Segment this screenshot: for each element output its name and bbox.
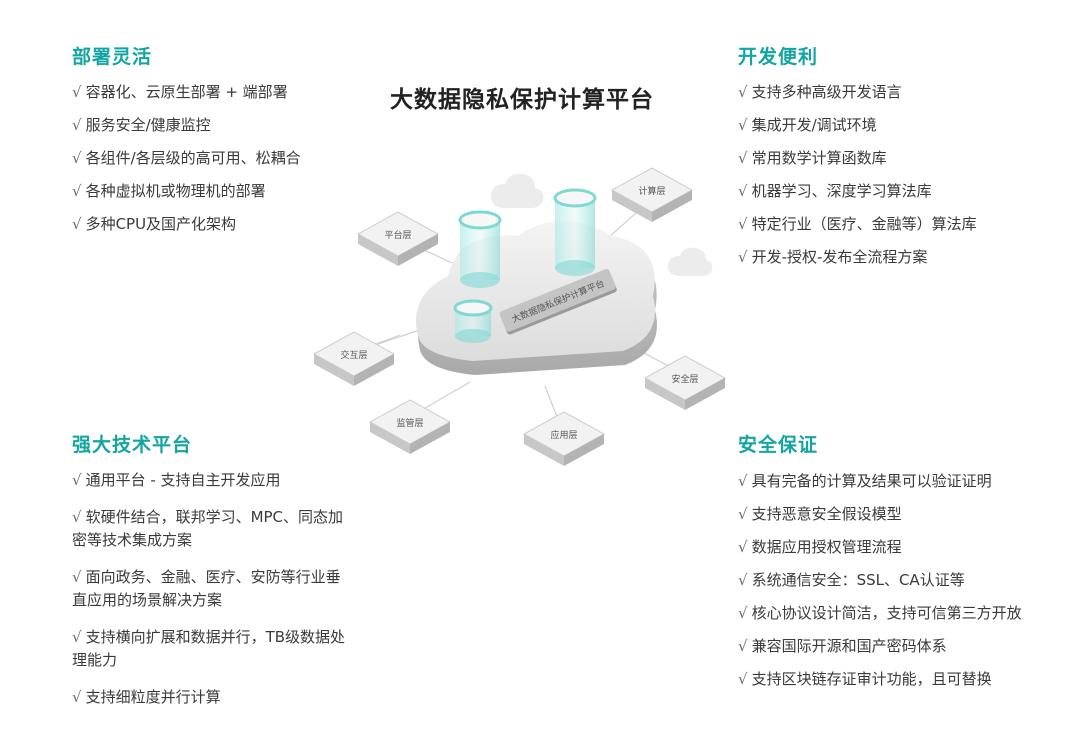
feature-item: √特定行业（医疗、金融等）算法库 (738, 215, 977, 233)
chip-node-supervision-layer: 监管层 (368, 399, 452, 454)
chip-label: 应用层 (550, 429, 577, 441)
panel-title-deployment: 部署灵活 (72, 46, 153, 68)
check-icon: √ (72, 508, 82, 526)
chip-node-interaction-layer: 交互层 (312, 331, 396, 386)
cloud-platform: 大数据隐私保护计算平台 (416, 221, 657, 375)
check-icon: √ (738, 670, 748, 688)
check-icon: √ (72, 471, 82, 489)
feature-item: √支持多种高级开发语言 (738, 83, 902, 101)
panel-security: 安全保证 √具有完备的计算及结果可以验证证明 √支持恶意安全假设模型 √数据应用… (738, 430, 1058, 700)
chip-label: 安全层 (671, 373, 698, 385)
feature-list-technology: √通用平台 - 支持自主开发应用 √软硬件结合，联邦学习、MPC、同态加密等技术… (72, 469, 347, 723)
panel-deployment: 部署灵活 √容器化、云原生部署 + 端部署 √服务安全/健康监控 √各组件/各层… (72, 42, 372, 246)
panel-development: 开发便利 √支持多种高级开发语言 √集成开发/调试环境 √常用数学计算函数库 √… (738, 42, 1058, 279)
panel-technology: 强大技术平台 √通用平台 - 支持自主开发应用 √软硬件结合，联邦学习、MPC、… (72, 430, 347, 723)
feature-item: √通用平台 - 支持自主开发应用 (72, 471, 281, 489)
feature-item: √数据应用授权管理流程 (738, 538, 902, 556)
feature-item: √系统通信安全：SSL、CA认证等 (738, 571, 965, 589)
feature-list-security: √具有完备的计算及结果可以验证证明 √支持恶意安全假设模型 √数据应用授权管理流… (738, 469, 1058, 700)
feature-item: √集成开发/调试环境 (738, 116, 877, 134)
platform-diagram-svg: 大数据隐私保护计算平台 平台层 (312, 167, 727, 466)
check-icon: √ (72, 182, 82, 200)
feature-item: √软硬件结合，联邦学习、MPC、同态加密等技术集成方案 (72, 508, 344, 549)
check-icon: √ (738, 149, 748, 167)
check-icon: √ (738, 182, 748, 200)
panel-title-development: 开发便利 (738, 46, 819, 68)
feature-item: √常用数学计算函数库 (738, 149, 887, 167)
check-icon: √ (72, 628, 82, 646)
chip-node-security-layer: 安全层 (643, 355, 727, 410)
check-icon: √ (738, 472, 748, 490)
feature-item: √具有完备的计算及结果可以验证证明 (738, 472, 992, 490)
check-icon: √ (738, 83, 748, 101)
feature-list-deployment: √容器化、云原生部署 + 端部署 √服务安全/健康监控 √各组件/各层级的高可用… (72, 81, 372, 246)
feature-item: √面向政务、金融、医疗、安防等行业垂直应用的场景解决方案 (72, 568, 341, 609)
check-icon: √ (72, 116, 82, 134)
chip-label: 监管层 (396, 417, 423, 429)
platform-diagram: 大数据隐私保护计算平台 平台层 (300, 150, 740, 490)
chip-node-compute-layer: 计算层 (610, 167, 694, 222)
check-icon: √ (738, 637, 748, 655)
check-icon: √ (738, 215, 748, 233)
feature-item: √核心协议设计简洁，支持可信第三方开放 (738, 604, 1022, 622)
feature-item: √开发-授权-发布全流程方案 (738, 248, 928, 266)
panel-title-security: 安全保证 (738, 434, 819, 456)
check-icon: √ (738, 116, 748, 134)
check-icon: √ (72, 215, 82, 233)
feature-item: √支持区块链存证审计功能，且可替换 (738, 670, 992, 688)
diagram-title: 大数据隐私保护计算平台 (390, 87, 654, 113)
cloud-icon-small-right (668, 247, 713, 276)
check-icon: √ (72, 149, 82, 167)
check-icon: √ (72, 568, 82, 586)
panel-title-technology: 强大技术平台 (72, 434, 193, 456)
feature-item: √支持横向扩展和数据并行，TB级数据处理能力 (72, 628, 346, 669)
feature-item: √各组件/各层级的高可用、松耦合 (72, 149, 301, 167)
feature-item: √各种虚拟机或物理机的部署 (72, 182, 266, 200)
check-icon: √ (738, 505, 748, 523)
data-cylinder (453, 299, 493, 343)
feature-list-development: √支持多种高级开发语言 √集成开发/调试环境 √常用数学计算函数库 √机器学习、… (738, 81, 1058, 279)
feature-item: √支持恶意安全假设模型 (738, 505, 902, 523)
feature-item: √兼容国际开源和国产密码体系 (738, 637, 947, 655)
feature-item: √支持细粒度并行计算 (72, 688, 221, 706)
feature-item: √容器化、云原生部署 + 端部署 (72, 83, 288, 101)
cloud-icon-small-top (491, 173, 544, 208)
feature-item: √多种CPU及国产化架构 (72, 215, 237, 233)
feature-item: √机器学习、深度学习算法库 (738, 182, 932, 200)
check-icon: √ (738, 604, 748, 622)
check-icon: √ (738, 248, 748, 266)
chip-label: 计算层 (638, 185, 665, 197)
chip-label: 平台层 (384, 229, 411, 241)
check-icon: √ (72, 83, 82, 101)
data-cylinder (553, 188, 597, 276)
check-icon: √ (72, 688, 82, 706)
check-icon: √ (738, 538, 748, 556)
chip-node-application-layer: 应用层 (522, 411, 606, 466)
data-cylinder (458, 210, 502, 288)
chip-label: 交互层 (340, 349, 367, 361)
feature-item: √服务安全/健康监控 (72, 116, 211, 134)
check-icon: √ (738, 571, 748, 589)
chip-node-platform-layer: 平台层 (356, 211, 440, 266)
